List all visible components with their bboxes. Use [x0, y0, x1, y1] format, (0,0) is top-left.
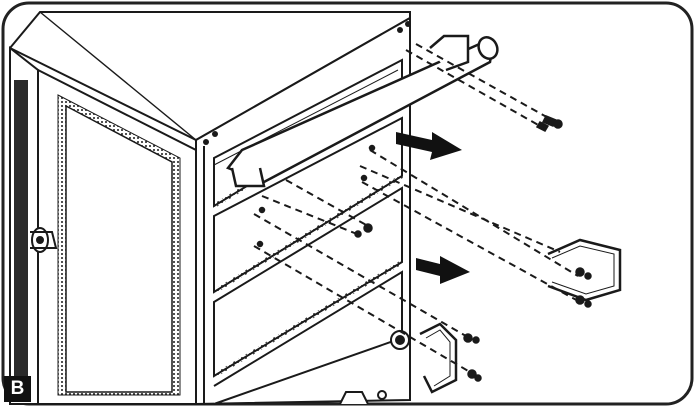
- arrow-icon: [396, 132, 470, 284]
- cabinet-door: [9, 11, 411, 405]
- step-label: B: [4, 376, 31, 402]
- lock-icon: [30, 227, 58, 253]
- screw-icon: [256, 115, 592, 382]
- bracket-icon: [419, 238, 622, 394]
- handle-icon: [225, 34, 499, 188]
- assembly-lines: [253, 43, 581, 373]
